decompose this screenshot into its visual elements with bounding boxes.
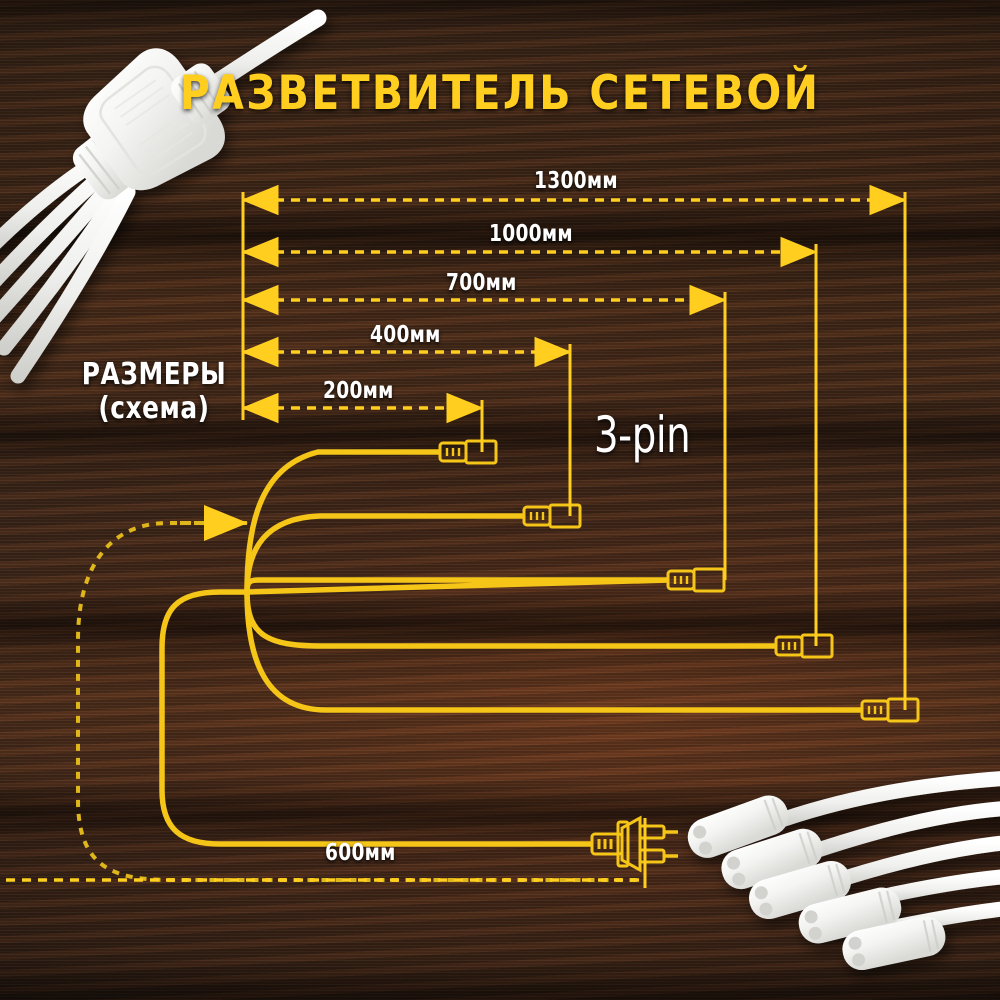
main-trunk-cable	[159, 589, 592, 847]
cable-branches	[244, 449, 862, 713]
connector-1000mm	[774, 633, 834, 659]
pin-type-label: 3-pin	[594, 406, 691, 464]
dim-label-1300: 1300мм	[534, 168, 618, 194]
connector-1300mm	[860, 697, 920, 723]
page-title: РАЗВЕТВИТЕЛЬ СЕТЕВОЙ	[179, 66, 821, 121]
legend-razmery: РАЗМЕРЫ (схема)	[56, 358, 251, 425]
mains-plug	[590, 815, 678, 873]
splitter-body-group	[0, 9, 327, 384]
ghost-loop-dashed	[76, 521, 645, 882]
legend-line-2: (схема)	[98, 390, 210, 426]
dim-label-200: 200мм	[323, 378, 394, 404]
c7-connector-heads	[687, 795, 946, 971]
dim-label-700: 700мм	[446, 270, 517, 296]
dimension-lines	[6, 184, 907, 882]
dim-label-600: 600мм	[325, 840, 396, 866]
dim-label-400: 400мм	[370, 322, 441, 348]
connector-400mm	[522, 503, 582, 529]
legend-line-1: РАЗМЕРЫ	[81, 357, 227, 392]
connector-200mm	[438, 439, 498, 465]
connector-bundle-group	[687, 771, 1000, 971]
connector-700mm	[666, 567, 726, 593]
dim-label-1000: 1000мм	[489, 221, 573, 247]
extension-lines	[241, 192, 907, 888]
